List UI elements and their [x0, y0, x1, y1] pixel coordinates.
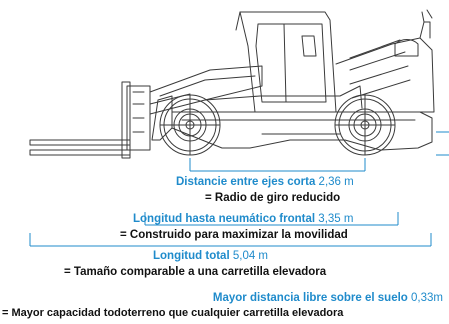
wheelbase-label: Distancie entre ejes corta 2,36 m: [176, 175, 354, 189]
ground-clearance-value: 0,33m: [411, 292, 443, 304]
overall-length-value: 5,04 m: [232, 250, 269, 262]
overall-length-benefit: = Tamaño comparable a una carretilla ele…: [64, 266, 327, 278]
ground-clearance-benefit: = Mayor capacidad todoterreno que cualqu…: [2, 307, 344, 319]
ground-clearance-label: Mayor distancia libre sobre el suelo 0,3…: [213, 291, 443, 305]
front-tyre-length-value: 3,35 m: [318, 213, 354, 225]
front-tyre-length-label: Longitud hasta neumático frontal 3,35 m: [133, 212, 353, 226]
overall-length-label: Longitud total 5,04 m: [153, 249, 268, 263]
wheelbase-value: 2,36 m: [318, 176, 354, 188]
front-tyre-length-name: Longitud hasta neumático frontal: [133, 213, 316, 225]
dimension-lines: [29, 131, 449, 247]
boom: [149, 65, 263, 115]
wheelbase-benefit: = Radio de giro reducido: [205, 192, 341, 204]
front-tyre-length-benefit: = Construido para maximizar la movilidad: [120, 229, 348, 241]
front-tyre-length-dimension: [144, 212, 399, 226]
front-wheel: [159, 94, 221, 156]
forks: [29, 81, 151, 159]
telehandler-drawing: [29, 9, 435, 159]
ground-clearance-dimension: [436, 131, 449, 156]
cab: [235, 11, 337, 113]
overall-length-dimension: [29, 233, 432, 247]
wheelbase-dimension: [189, 158, 366, 172]
engine-compartment: [335, 9, 435, 113]
overall-length-name: Longitud total: [153, 250, 230, 262]
ground-clearance-name: Mayor distancia libre sobre el suelo: [212, 292, 408, 304]
rear-wheel: [334, 94, 396, 156]
chassis: [151, 85, 433, 151]
wheelbase-name: Distancie entre ejes corta: [176, 176, 316, 188]
